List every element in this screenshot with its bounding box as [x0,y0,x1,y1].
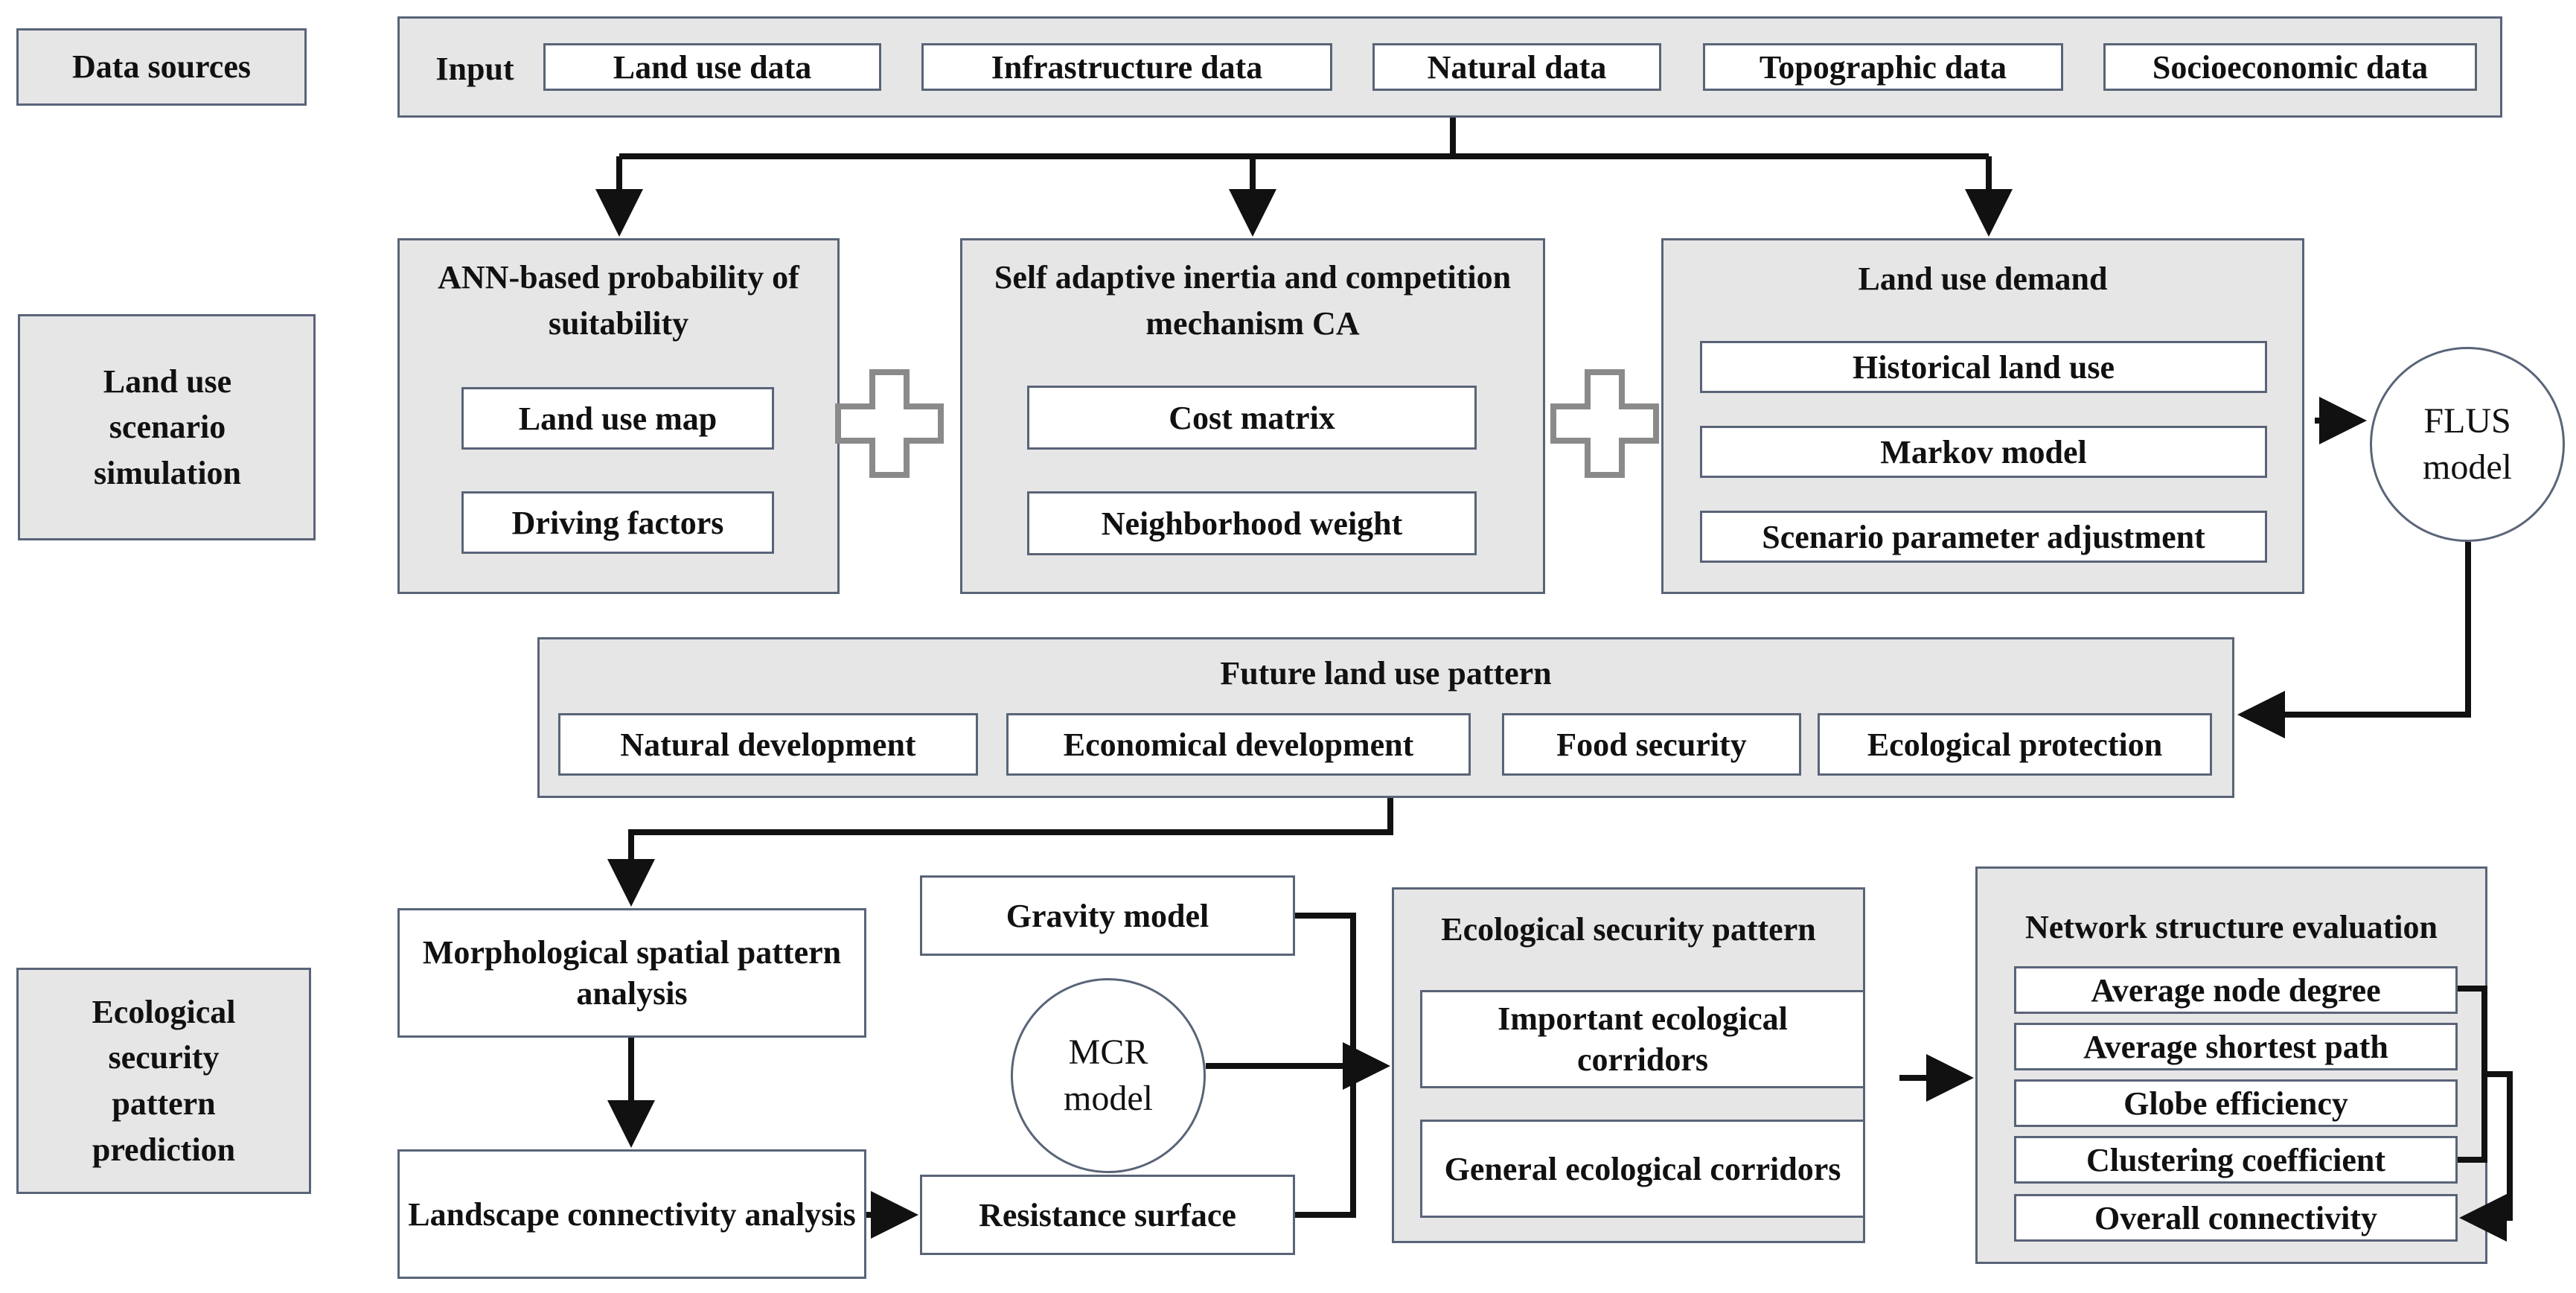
future-item: Food security [1502,713,1801,776]
ca-title: Self adaptive inertia and competition me… [994,259,1512,342]
stage-data-sources-label: Data sources [72,48,251,86]
network-bracket [2458,986,2487,1163]
ca-item: Cost matrix [1027,386,1477,450]
gravity-model-node: Gravity model [920,875,1295,956]
ann-title: ANN-based probability of suitability [438,259,799,342]
input-item: Natural data [1372,43,1661,91]
resistance-surface-node: Resistance surface [920,1175,1295,1255]
future-item: Ecological protection [1818,713,2212,776]
stage-ecological-prediction [16,968,311,1194]
network-item: Overall connectivity [2014,1194,2458,1242]
plus-icon [835,369,944,478]
input-item: Infrastructure data [921,43,1332,91]
future-title: Future land use pattern [1220,655,1552,692]
demand-item: Markov model [1700,426,2267,478]
esp-item: Important ecological corridors [1420,990,1865,1088]
network-title: Network structure evaluation [2025,909,2438,946]
ann-item: Driving factors [461,491,774,554]
input-item: Land use data [543,43,881,91]
stage-data-sources [16,28,307,106]
future-item: Natural development [558,713,978,776]
arrow-flus-to-future [2237,542,2471,738]
demand-title: Land use demand [1858,261,2108,298]
input-label: Input [435,51,514,88]
mspa-node: Morphological spatial pattern analysis [397,908,866,1038]
network-item: Globe efficiency [2014,1079,2458,1127]
network-item: Average node degree [2014,966,2458,1014]
ann-item: Land use map [461,387,774,450]
input-item: Topographic data [1703,43,2063,91]
ca-item: Neighborhood weight [1027,491,1477,555]
esp-title: Ecological security pattern [1441,911,1816,948]
network-item: Average shortest path [2014,1023,2458,1070]
mcr-model-node: MCR model [1011,978,1206,1173]
arrow-bracket-to-overall [2459,1071,2513,1242]
stage-land-use-simulation [18,314,316,540]
future-item: Economical development [1006,713,1471,776]
arrow-future-to-mspa [607,798,1393,907]
demand-item: Historical land use [1700,341,2267,393]
esp-item: General ecological corridors [1420,1120,1865,1218]
plus-icon [1550,369,1659,478]
input-item: Socioeconomic data [2103,43,2477,91]
landscape-connectivity-node: Landscape connectivity analysis [397,1149,866,1279]
stage-ecological-prediction-label: Ecological security pattern prediction [92,993,236,1168]
network-item: Clustering coefficient [2014,1136,2458,1184]
demand-item: Scenario parameter adjustment [1700,511,2267,563]
flus-model-node: FLUS model [2370,347,2565,542]
stage-land-use-simulation-label: Land use scenario simulation [93,363,242,491]
